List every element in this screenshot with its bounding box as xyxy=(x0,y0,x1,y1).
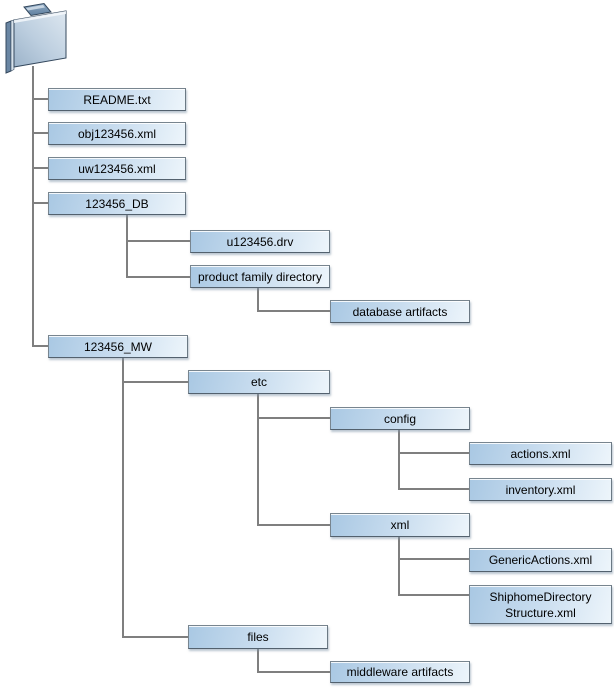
connector-line xyxy=(126,240,190,242)
connector-line xyxy=(398,537,400,595)
tree-node-product-family-directory: product family directory xyxy=(190,265,330,288)
connector-line xyxy=(126,215,128,278)
tree-node-actions-xml: actions.xml xyxy=(469,442,612,465)
tree-node-config: config xyxy=(330,407,470,430)
connector-line xyxy=(398,488,470,490)
connector-line xyxy=(32,132,48,134)
tree-node-shiphomedirectorystructure-xml: ShiphomeDirectory Structure.xml xyxy=(469,585,612,624)
connector-line xyxy=(122,381,188,383)
connector-line xyxy=(126,276,190,278)
tree-node-database-artifacts: database artifacts xyxy=(330,300,470,323)
tree-node-readme-txt: README.txt xyxy=(48,88,186,111)
tree-node-label-line: Structure.xml xyxy=(505,605,576,620)
connector-line xyxy=(398,594,470,596)
connector-line xyxy=(32,167,48,169)
tree-node-uw123456-xml: uw123456.xml xyxy=(48,157,186,180)
connector-line xyxy=(122,358,124,638)
connector-line xyxy=(257,310,330,312)
tree-node-genericactions-xml: GenericActions.xml xyxy=(469,548,612,572)
connector-line xyxy=(257,671,330,673)
connector-line xyxy=(257,417,330,419)
tree-node-123456-db: 123456_DB xyxy=(48,192,186,215)
connector-line xyxy=(398,558,470,560)
tree-node-123456-mw: 123456_MW xyxy=(48,335,188,358)
connector-line xyxy=(122,636,188,638)
connector-line xyxy=(257,524,330,526)
tree-node-obj123456-xml: obj123456.xml xyxy=(48,122,186,145)
tree-node-inventory-xml: inventory.xml xyxy=(469,478,612,501)
connector-line xyxy=(257,288,259,312)
folder-icon xyxy=(5,2,67,74)
tree-node-middleware-artifacts: middleware artifacts xyxy=(330,661,470,683)
connector-line xyxy=(398,452,470,454)
tree-node-files: files xyxy=(188,625,328,649)
connector-line xyxy=(257,649,259,672)
connector-line xyxy=(398,430,400,489)
connector-line xyxy=(257,394,259,525)
tree-node-xml: xml xyxy=(330,513,470,537)
tree-node-u123456-drv: u123456.drv xyxy=(190,230,330,253)
tree-node-label-line: ShiphomeDirectory xyxy=(489,589,592,604)
tree-node-etc: etc xyxy=(188,370,330,394)
connector-line xyxy=(32,98,48,100)
connector-line xyxy=(32,345,48,347)
connector-line xyxy=(32,202,48,204)
connector-line xyxy=(32,66,34,347)
